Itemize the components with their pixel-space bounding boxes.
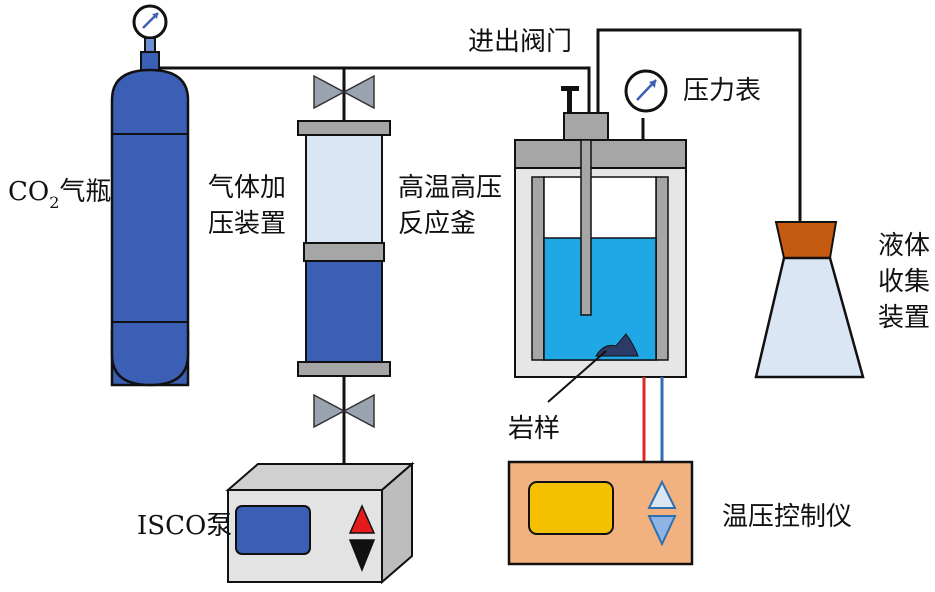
controller-down-arrow-icon[interactable]	[647, 515, 677, 547]
dip-tube	[580, 139, 592, 316]
temp-pressure-controller	[507, 460, 694, 566]
cylinder-body	[110, 68, 190, 387]
pump-up-arrow-icon[interactable]	[348, 504, 376, 534]
pump-display	[235, 505, 311, 555]
valve-block	[563, 112, 609, 141]
controller-display	[528, 481, 614, 535]
gas-pressurization-device	[297, 120, 391, 377]
pump-down-arrow-icon[interactable]	[348, 539, 376, 573]
collection-body	[754, 256, 865, 379]
liquid-device-label-3: 装置	[878, 303, 930, 333]
piston	[303, 242, 385, 262]
co2-cylinder	[110, 4, 190, 387]
liquid-collection-device	[754, 221, 865, 379]
isco-pump-label: ISCO泵	[137, 511, 232, 541]
top-valve-icon[interactable]	[313, 74, 375, 110]
reactor-liquid	[543, 237, 657, 361]
rock-sample-pointer	[547, 350, 607, 403]
co2-cylinder-label: CO2气瓶	[8, 177, 111, 212]
inout-valve-label: 进出阀门	[468, 27, 572, 57]
controller-up-arrow-icon[interactable]	[647, 479, 677, 509]
liquid-device-label-2: 收集	[878, 267, 930, 297]
pressure-gauge-icon	[624, 69, 668, 113]
reactor-lid	[514, 139, 687, 169]
funnel-top	[774, 221, 838, 259]
rock-sample-label: 岩样	[508, 414, 560, 444]
reactor-label-2: 反应釜	[398, 209, 476, 239]
bottom-valve-icon[interactable]	[313, 393, 375, 429]
controller-label: 温压控制仪	[722, 502, 852, 532]
isco-pump	[225, 461, 415, 585]
reactor-label-1: 高温高压	[398, 173, 502, 203]
gas-chamber	[305, 134, 383, 244]
liquid-device-label-1: 液体	[878, 231, 930, 261]
gas-device-label-2: 压装置	[208, 209, 286, 239]
gas-device-label-1: 气体加	[208, 173, 286, 203]
reactor	[514, 86, 687, 403]
rock-sample	[595, 333, 639, 357]
outlet-pipe	[596, 28, 802, 222]
pressure-gauge-label: 压力表	[683, 76, 761, 106]
inout-valve-handle-icon[interactable]	[561, 86, 579, 113]
liquid-chamber	[305, 260, 383, 363]
